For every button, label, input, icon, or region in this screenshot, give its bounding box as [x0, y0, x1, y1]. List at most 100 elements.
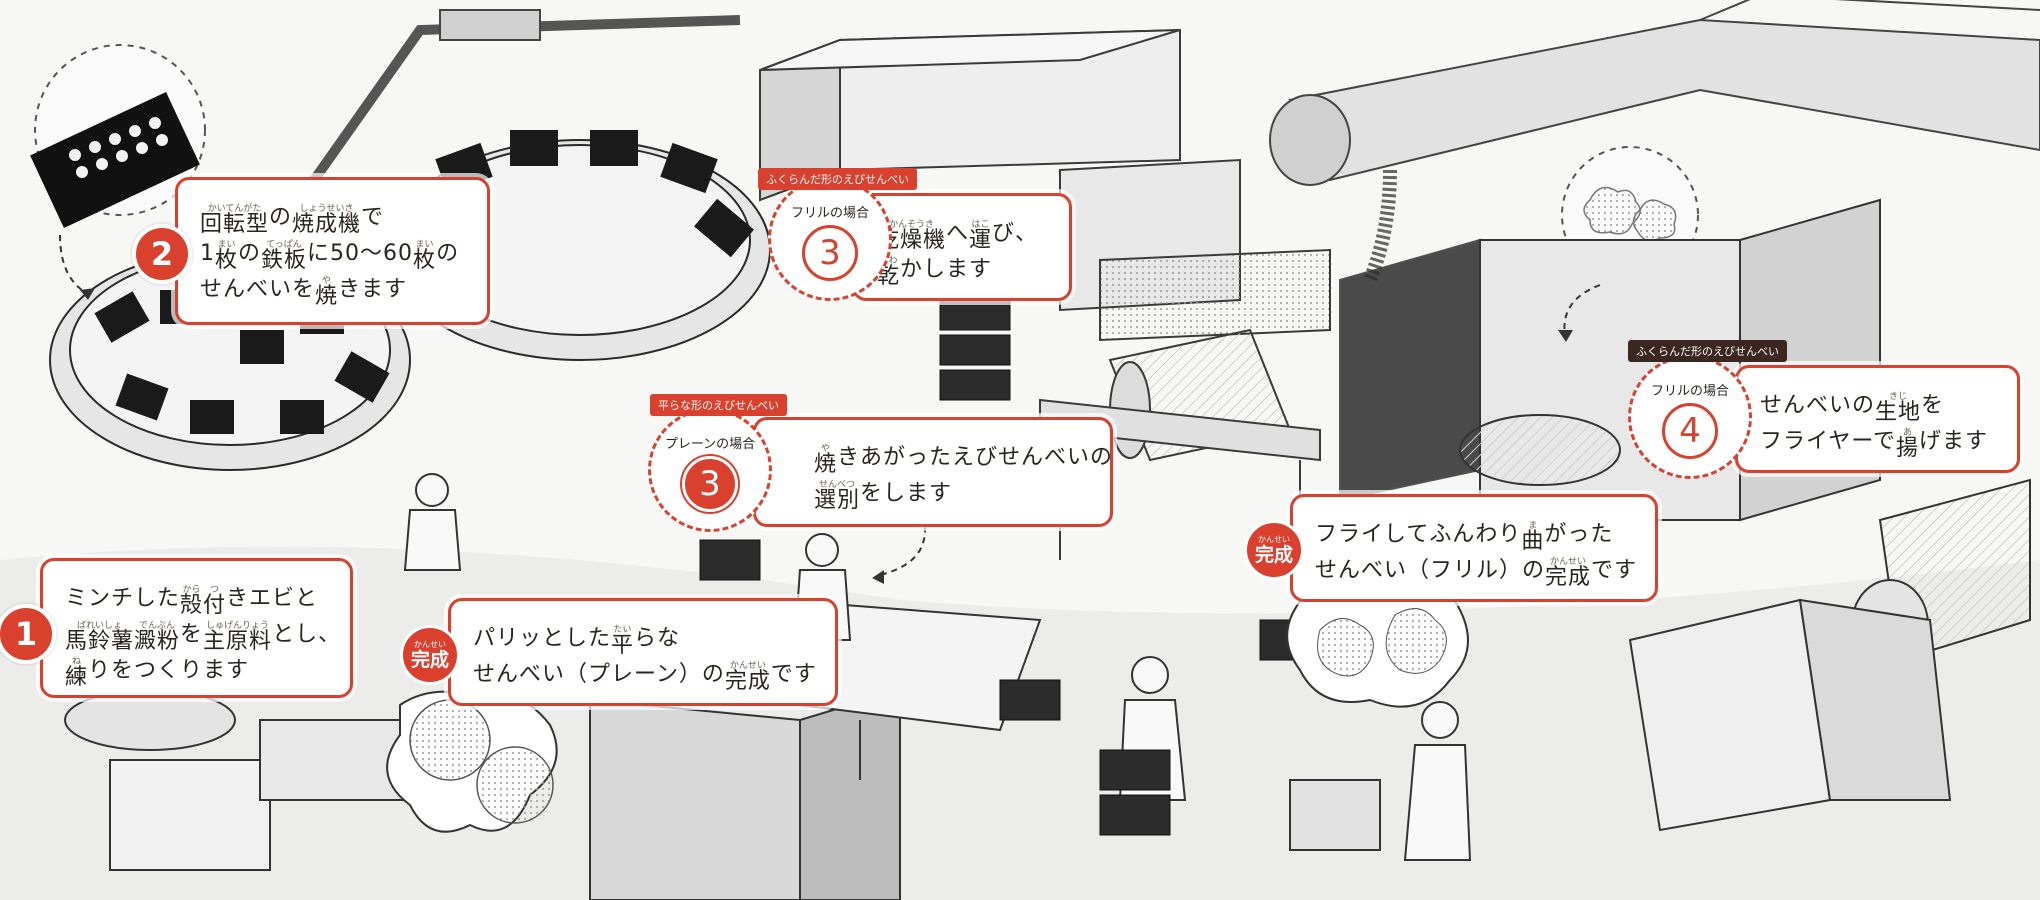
- furigana-word: 主原料しゅげんりょう: [203, 621, 273, 654]
- text-run: せんべい（プレーン）の: [473, 662, 725, 687]
- furigana-word: 練ね: [65, 657, 89, 690]
- furigana-word: 枚まい: [215, 240, 239, 273]
- result-frill-text: フライしてふんわり曲まがったせんべい（フリル）の完成かんせいです: [1315, 517, 1636, 590]
- text-run: の: [436, 241, 460, 266]
- text-run: び、: [992, 221, 1039, 246]
- furigana-word: 選別せんべつ: [814, 480, 861, 513]
- text-run: きあがったえびせんべいの: [837, 445, 1114, 470]
- result-plain-badge: かんせい 完成: [400, 625, 460, 685]
- step-1-text: ミンチした殻から付つきエビと馬鈴薯ばれいしょ澱粉でんぷんを主原料しゅげんりょうと…: [65, 581, 340, 689]
- step-text-line: 乾燥機かんそうきへ運はこび、: [877, 216, 1047, 252]
- text-run: せんべいを: [200, 277, 316, 302]
- text-run: とし、: [272, 622, 342, 647]
- text-run: へ: [946, 221, 970, 246]
- step-text-line: せんべいを焼やきます: [200, 272, 465, 308]
- step-3-frill-tag: ふくらんだ形のえびせんべい: [758, 168, 917, 190]
- step-1-disc: 1: [0, 604, 56, 664]
- text-run: で: [361, 205, 385, 230]
- furigana-word: 生地きじ: [1875, 392, 1922, 425]
- furigana-word: 焼成機しょうせいき: [292, 204, 362, 237]
- result-plain-badge-label: 完成: [410, 648, 449, 671]
- text-run: かします: [900, 257, 993, 282]
- callout-step-1: ミンチした殻から付つきエビと馬鈴薯ばれいしょ澱粉でんぷんを主原料しゅげんりょうと…: [40, 558, 353, 698]
- step-text-line: 選別せんべつをします: [814, 476, 1088, 512]
- ceiling-duct: [1269, 0, 2040, 186]
- step-text-line: ミンチした殻から付つきエビと: [65, 581, 328, 617]
- plain-senbei-image: [386, 690, 558, 833]
- step-text-line: フライヤーで揚あげます: [1760, 424, 1995, 460]
- result-text-line: パリッとした平たいらな: [473, 621, 813, 657]
- furigana-word: 回転型かいてんがた: [200, 204, 270, 237]
- robot-arm: [295, 15, 741, 203]
- step-text-line: 回転型かいてんがたの焼成機しょうせいきで: [200, 200, 465, 236]
- step-3-plain-badge: プレーンの場合 3: [648, 408, 772, 532]
- text-run: きエビと: [226, 586, 319, 611]
- step-text-line: せんべいの生地きじを: [1760, 388, 1995, 424]
- step-text-line: 馬鈴薯ばれいしょ澱粉でんぷんを主原料しゅげんりょうとし、: [65, 617, 340, 654]
- dryer-machine: [759, 28, 1331, 342]
- crates: [699, 299, 1321, 836]
- text-run: げます: [1919, 429, 1989, 454]
- text-run: を: [1921, 393, 1945, 418]
- furigana-word: 乾燥機かんそうき: [877, 220, 947, 253]
- furigana-word: 完成かんせい: [1545, 557, 1592, 590]
- furigana-word: 完成かんせい: [724, 661, 771, 694]
- step-3-plain-tag: 平らな形のえびせんべい: [650, 394, 787, 416]
- step-3-frill-number: 3: [802, 225, 858, 281]
- text-run: らな: [634, 626, 681, 651]
- furigana-word: 枚まい: [413, 240, 437, 273]
- step-3-frill-case: フリルの場合: [790, 206, 869, 221]
- furigana-word: 馬鈴薯ばれいしょ: [65, 621, 135, 654]
- frill-senbei-image: [1286, 571, 1469, 708]
- step-text-line: 乾かわかします: [877, 252, 1047, 288]
- result-text-line: せんべい（フリル）の完成かんせいです: [1315, 553, 1636, 590]
- result-text-line: フライしてふんわり曲まがった: [1315, 517, 1633, 553]
- text-run: です: [1591, 558, 1638, 583]
- step-3-plain-case: プレーンの場合: [664, 437, 756, 452]
- text-run: パリッとした: [473, 626, 612, 651]
- mixer-machines: [64, 688, 901, 900]
- text-run: フライしてふんわり: [1315, 522, 1522, 547]
- step-3-plain-number: 3: [682, 456, 738, 512]
- step-3-frill-badge: フリルの場合 3: [768, 177, 892, 301]
- flex-hose: [1363, 169, 1397, 283]
- text-run: せんべいの: [1760, 393, 1876, 418]
- callout-result-plain: パリッとした平たいらなせんべい（プレーン）の完成かんせいです: [448, 598, 838, 706]
- result-frill-badge-label: 完成: [1254, 543, 1293, 566]
- result-text-line: せんべい（プレーン）の完成かんせいです: [473, 657, 816, 694]
- text-run: りをつくります: [88, 658, 250, 683]
- furigana-word: 焼や: [315, 276, 339, 309]
- furigana-word: 殻から: [180, 585, 204, 618]
- text-run: をします: [860, 481, 953, 506]
- furigana-word: 揚あ: [1896, 428, 1920, 461]
- text-run: 1: [200, 241, 215, 266]
- callout-step-3-frill: 乾燥機かんそうきへ運はこび、乾かわかします: [852, 193, 1072, 301]
- step-2-disc: 2: [132, 224, 192, 284]
- text-run: の: [269, 205, 293, 230]
- text-run: がった: [1544, 522, 1614, 547]
- step-4-text: せんべいの生地きじをフライヤーで揚あげます: [1760, 388, 1995, 460]
- text-run: を: [180, 622, 204, 647]
- text-run: です: [770, 662, 817, 687]
- step-text-line: 焼やきあがったえびせんべいの: [814, 440, 1112, 476]
- result-plain-badge-ruby: かんせい: [414, 639, 446, 649]
- furigana-word: 澱粉でんぷん: [134, 621, 181, 654]
- text-run: に50〜60: [307, 241, 414, 266]
- step-4-tag: ふくらんだ形のえびせんべい: [1628, 340, 1787, 362]
- furigana-word: 鉄板てっぱん: [261, 240, 308, 273]
- result-frill-badge-ruby: かんせい: [1258, 534, 1290, 544]
- step-3-frill-text: 乾燥機かんそうきへ運はこび、乾かわかします: [877, 216, 1047, 288]
- text-run: の: [238, 241, 262, 266]
- result-frill-badge: かんせい 完成: [1244, 520, 1304, 580]
- step-3-plain-text: 焼やきあがったえびせんべいの選別せんべつをします: [778, 440, 1112, 512]
- text-run: ミンチした: [65, 586, 181, 611]
- text-run: せんべい（フリル）の: [1315, 558, 1546, 583]
- text-run: フライヤーで: [1760, 429, 1897, 454]
- step-4-badge: フリルの場合 4: [1628, 355, 1752, 479]
- cardboard-box: [1289, 779, 1381, 851]
- step-text-line: 練ねりをつくります: [65, 653, 328, 689]
- callout-step-4: せんべいの生地きじをフライヤーで揚あげます: [1735, 365, 2020, 473]
